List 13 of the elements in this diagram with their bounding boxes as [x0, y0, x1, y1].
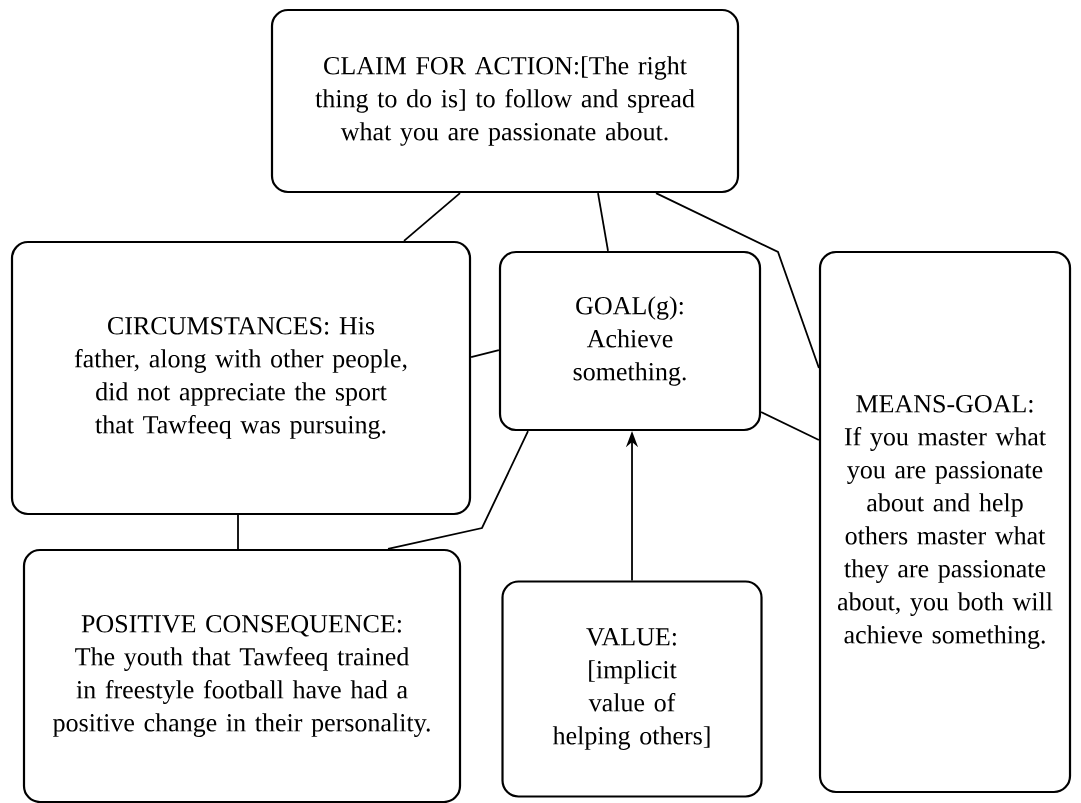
connector-line [403, 192, 461, 242]
connector-line [237, 514, 239, 550]
connector-line [760, 411, 820, 441]
connector-line [597, 192, 609, 252]
text-box: CIRCUMSTANCES: His father, along with other people, did not appreciate the sport that Tawfeeq was pursuing. [10, 240, 472, 516]
text-box: POSITIVE CONSEQUENCE: The youth that Tawfeeq trained in freestyle football have had a positive change in their personality. [22, 548, 462, 803]
text-box: GOAL(g): Achieve something. [498, 250, 762, 432]
connector-line [655, 192, 820, 369]
text-box: VALUE: [implicit value of helping others] [501, 580, 763, 798]
text-box: CLAIM FOR ACTION:[The right thing to do is] to follow and spread what you are passionate about. [270, 8, 740, 194]
connector-line [470, 349, 500, 358]
connector-line [387, 430, 529, 550]
text-box: MEANS-GOAL: If you master what you are passionate about and help others master what they are passionate about, you both will achieve something. [818, 250, 1072, 794]
